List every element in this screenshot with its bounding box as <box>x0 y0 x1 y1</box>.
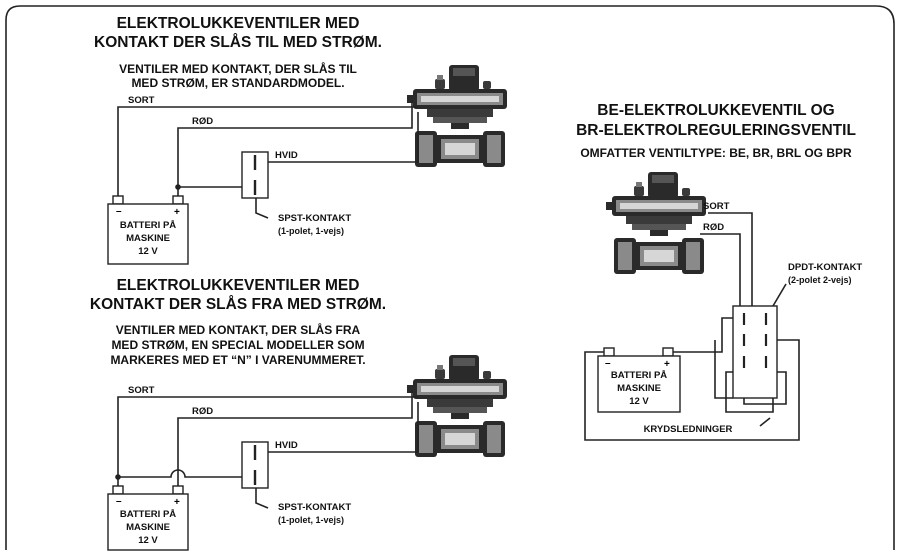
right-dpdt-switch <box>732 305 778 399</box>
right-label-red: RØD <box>703 222 724 233</box>
top-wire-black <box>117 106 418 200</box>
right-battery-line1: BATTERI PÅ <box>611 370 667 381</box>
right-battery-line2: MASKINE <box>617 383 661 394</box>
bottom-switch-leader <box>255 488 269 509</box>
right-dpdt-label2: (2-polet 2-vejs) <box>788 275 852 285</box>
top-title-line1: ELEKTROLUKKEVENTILER MED <box>117 15 360 32</box>
bottom-title-line1: ELEKTROLUKKEVENTILER MED <box>117 277 360 294</box>
right-title-line2: BR-ELEKTROLREGULERINGSVENTIL <box>576 122 856 139</box>
right-battery-box <box>597 355 681 413</box>
right-cross-leader <box>759 417 771 427</box>
right-dpdt-leader <box>772 283 787 307</box>
top-subtitle-line1: VENTILER MED KONTAKT, DER SLÅS TIL <box>119 61 357 76</box>
top-subtitle-line2: MED STRØM, ER STANDARDMODEL. <box>131 76 344 90</box>
right-subtitle-line1: OMFATTER VENTILTYPE: BE, BR, BRL OG BPR <box>580 146 852 160</box>
top-battery-line3: 12 V <box>138 246 158 257</box>
bottom-battery-terminal-pos <box>172 485 184 495</box>
bottom-wire-battery-switch <box>118 469 255 478</box>
right-wire-outer-loop <box>584 339 800 441</box>
right-dpdt-label1: DPDT-KONTAKT <box>788 262 862 273</box>
bottom-valve-icon <box>407 355 507 457</box>
top-title-line2: KONTAKT DER SLÅS TIL MED STRØM. <box>94 34 382 51</box>
right-battery-plus: + <box>664 359 670 370</box>
bottom-wire-black <box>117 396 418 490</box>
bottom-battery-line3: 12 V <box>138 535 158 546</box>
top-battery-plus: + <box>174 207 180 218</box>
top-wire-white <box>255 112 419 163</box>
right-wire-negative-tap <box>714 340 733 399</box>
bottom-label-white: HVID <box>275 440 298 451</box>
right-battery-minus: – <box>605 358 611 369</box>
right-label-black: SORT <box>703 201 730 212</box>
top-wire-red <box>177 100 413 200</box>
right-battery-line3: 12 V <box>629 396 649 407</box>
top-battery-box <box>107 203 189 265</box>
bottom-title-line2: KONTAKT DER SLÅS FRA MED STRØM. <box>90 296 386 313</box>
right-wire-positive <box>668 317 733 353</box>
bottom-battery-line2: MASKINE <box>126 522 170 533</box>
bottom-subtitle-line3: MARKERES MED ET “N” I VARENUMMERET. <box>110 353 365 367</box>
bottom-switch-label1: SPST-KONTAKT <box>278 502 351 513</box>
top-battery-line2: MASKINE <box>126 233 170 244</box>
frame-border <box>5 5 895 550</box>
bottom-battery-line1: BATTERI PÅ <box>120 509 176 520</box>
top-label-black: SORT <box>128 95 155 106</box>
bottom-label-red: RØD <box>192 406 213 417</box>
top-label-white: HVID <box>275 150 298 161</box>
top-switch-label2: (1-polet, 1-vejs) <box>278 226 344 236</box>
top-switch-leader <box>255 198 269 219</box>
bottom-battery-box <box>107 493 189 551</box>
right-cross-label: KRYDSLEDNINGER <box>644 424 733 435</box>
right-dpdt-contacts <box>742 313 768 368</box>
right-battery-terminal-pos <box>662 347 674 357</box>
top-battery-minus: – <box>116 206 122 217</box>
right-wire-red <box>700 233 741 318</box>
right-cross-wire-a <box>725 371 774 413</box>
bottom-battery-plus: + <box>174 497 180 508</box>
right-cross-wire-b <box>743 371 787 405</box>
right-battery-terminal-neg <box>603 347 615 357</box>
bottom-subtitle-line1: VENTILER MED KONTAKT, DER SLÅS FRA <box>116 322 361 337</box>
bottom-subtitle-line2: MED STRØM, EN SPECIAL MODELLER SOM <box>111 338 364 352</box>
top-valve-icon <box>407 65 507 167</box>
bottom-switch-label2: (1-polet, 1-vejs) <box>278 515 344 525</box>
top-switch-label1: SPST-KONTAKT <box>278 213 351 224</box>
right-title-line1: BE-ELEKTROLUKKEVENTIL OG <box>597 102 834 119</box>
top-battery-terminal-neg <box>112 195 124 205</box>
top-label-red: RØD <box>192 116 213 127</box>
bottom-label-black: SORT <box>128 385 155 396</box>
top-junction-dot <box>175 184 181 190</box>
right-wire-black <box>708 212 753 318</box>
top-battery-line1: BATTERI PÅ <box>120 220 176 231</box>
bottom-wire-white <box>255 402 419 453</box>
right-valve-icon <box>606 172 706 274</box>
bottom-battery-minus: – <box>116 496 122 507</box>
bottom-battery-terminal-neg <box>112 485 124 495</box>
top-battery-terminal-pos <box>172 195 184 205</box>
bottom-junction-dot <box>115 474 121 480</box>
bottom-wire-red <box>177 390 413 490</box>
